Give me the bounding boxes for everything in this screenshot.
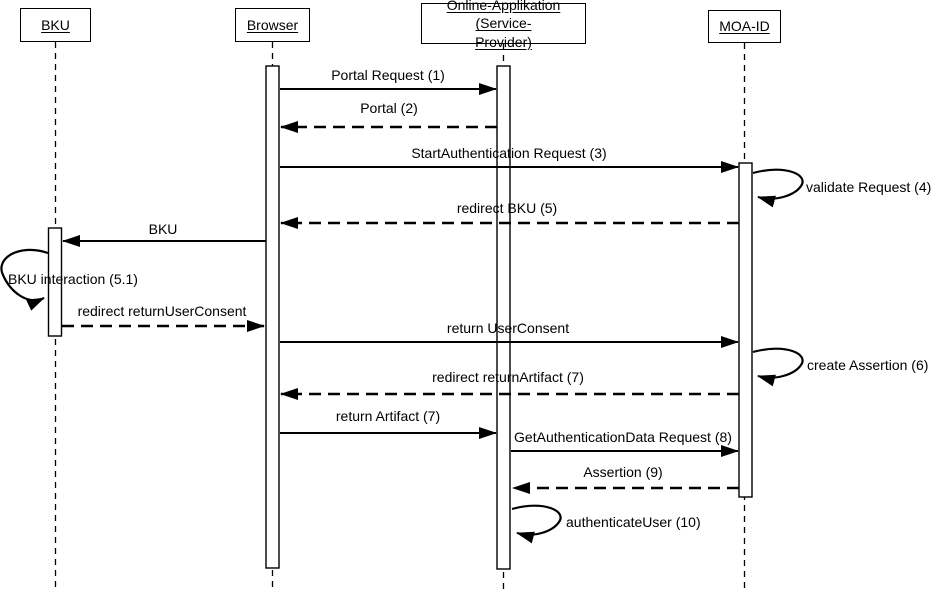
message-label-getauthenticationdata-request: GetAuthenticationData Request (8): [514, 429, 732, 445]
message-label-return-userconsent: return UserConsent: [446, 320, 570, 336]
message-label-create-assertion: create Assertion (6): [807, 357, 929, 373]
self-loop-create-assertion: [752, 347, 804, 387]
message-label-authenticateuser: authenticateUser (10): [566, 514, 701, 530]
activation-bar-moa-id: [738, 162, 753, 498]
message-label-redirect-bku: redirect BKU (5): [456, 200, 558, 216]
message-label-portal: Portal (2): [360, 100, 418, 116]
message-label-portal-request: Portal Request (1): [331, 67, 445, 83]
message-label-startauthentication-request: StartAuthentication Request (3): [411, 145, 607, 161]
self-loop-authenticateuser: [511, 504, 562, 544]
message-label-bku-interaction: BKU interaction (5.1): [8, 271, 138, 287]
activation-bar-bku: [47, 227, 63, 337]
message-label-redirect-returnartifact: redirect returnArtifact (7): [432, 369, 584, 385]
actor-box-moa-id: MOA-ID: [708, 10, 781, 43]
message-label-bku: BKU: [148, 221, 178, 237]
activation-bar-browser: [265, 65, 280, 569]
message-label-return-artifact: return Artifact (7): [335, 408, 441, 424]
activation-bar-online-applikation: [496, 65, 511, 570]
actor-box-bku: BKU: [20, 8, 91, 42]
message-label-assertion: Assertion (9): [583, 464, 663, 480]
message-label-redirect-returnuserconsent: redirect returnUserConsent: [77, 303, 247, 319]
actor-box-online-applikation: Online-Applikation (Service- Provider): [421, 0, 586, 50]
actor-label-moa-id: MOA-ID: [719, 18, 770, 35]
message-label-validate-request: validate Request (4): [806, 179, 932, 195]
actor-label-online-applikation-line1: Online-Applikation (Service-: [446, 0, 561, 32]
self-loop-bku-interaction: [0, 248, 49, 311]
actor-label-online-applikation-line2: Provider): [475, 33, 532, 50]
self-loop-validate-request: [752, 168, 804, 208]
actor-label-bku: BKU: [41, 16, 70, 33]
actor-label-browser: Browser: [246, 16, 299, 33]
actor-box-browser: Browser: [235, 8, 310, 42]
